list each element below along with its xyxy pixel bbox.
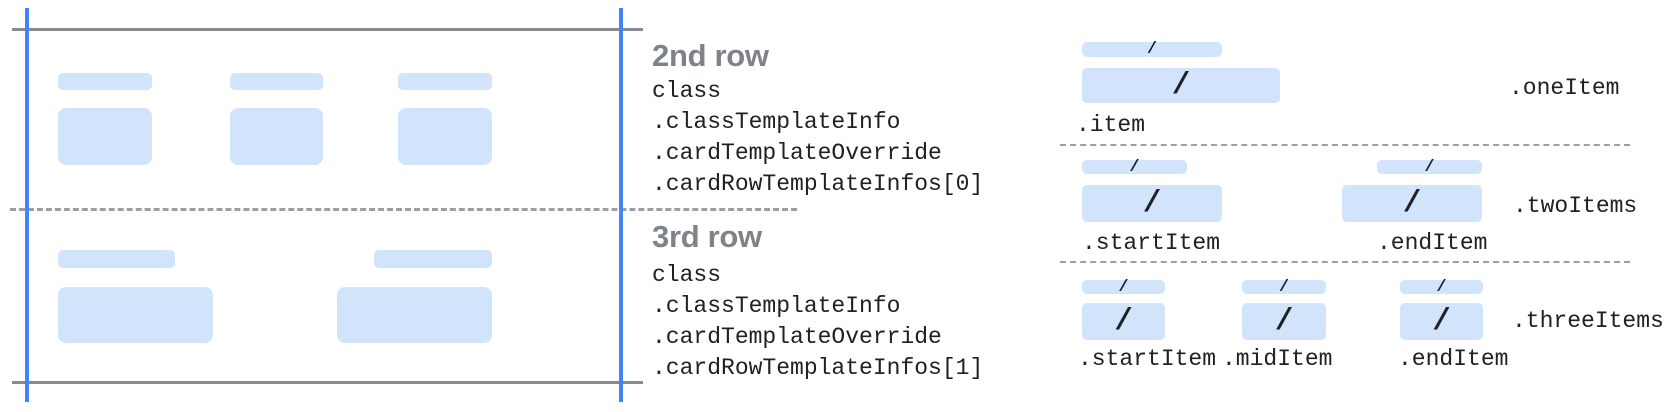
item-label-bar: / [1400,277,1483,297]
item-value-bar: / [1082,303,1165,340]
code-line: .cardTemplateOverride [652,140,942,166]
section-divider [1060,144,1630,146]
item-label-bar: / [1377,157,1482,177]
field-label-bar [58,73,152,90]
two-items-label: .twoItems [1513,193,1638,219]
code-line: .cardRowTemplateInfos[1] [652,355,984,381]
field-label-bar [230,73,323,90]
item-label: .endItem [1398,346,1509,372]
three-items-label: .threeItems [1512,308,1664,334]
card-bottom-border [12,381,643,384]
field-label-bar [374,250,492,268]
item-value-bar: / [1082,185,1222,222]
item-label: .startItem [1082,230,1221,256]
item-label: .midItem [1222,346,1333,372]
field-value-box [58,287,213,343]
item-value-bar: / [1082,68,1280,103]
item-label-bar: / [1242,277,1326,297]
card-right-guide [619,8,623,402]
field-value-box [337,287,492,343]
section-divider [1060,261,1630,263]
slash-placeholder: / [1129,157,1140,177]
slash-placeholder: / [1402,186,1422,221]
code-line: .classTemplateInfo [652,293,901,319]
code-line: .cardTemplateOverride [652,324,942,350]
item-value-bar: / [1242,303,1326,340]
field-label-bar [58,250,175,268]
row3-code-block: class .classTemplateInfo .cardTemplateOv… [652,260,983,384]
item-label: .item [1076,112,1146,138]
item-label-bar: / [1082,157,1187,177]
slash-placeholder: / [1114,304,1133,339]
field-value-box [58,108,152,165]
slash-placeholder: / [1274,304,1294,339]
slash-placeholder: / [1171,68,1191,103]
slash-placeholder: / [1424,157,1435,177]
row2-heading: 2nd row [652,38,769,73]
field-value-box [230,108,323,165]
card-left-guide [25,8,29,402]
card-row-divider [10,208,797,211]
code-line: .classTemplateInfo [652,109,901,135]
one-item-label: .oneItem [1509,75,1620,101]
item-label: .endItem [1377,230,1488,256]
code-line: .cardRowTemplateInfos[0] [652,171,984,197]
code-line: class [652,78,722,104]
card-top-border [12,28,643,31]
slash-placeholder: / [1278,277,1290,297]
slash-placeholder: / [1118,277,1129,297]
code-line: class [652,262,722,288]
item-value-bar: / [1342,185,1482,222]
item-label-bar: / [1082,40,1222,59]
slash-placeholder: / [1436,277,1447,297]
field-label-bar [398,73,492,90]
field-value-box [398,108,492,165]
slash-placeholder: / [1142,186,1162,221]
slash-placeholder: / [1146,40,1158,59]
item-label: .startItem [1078,346,1217,372]
item-value-bar: / [1400,303,1483,340]
item-label-bar: / [1082,277,1165,297]
row2-code-block: class .classTemplateInfo .cardTemplateOv… [652,76,983,200]
row3-heading: 3rd row [652,219,762,254]
slash-placeholder: / [1432,304,1451,339]
